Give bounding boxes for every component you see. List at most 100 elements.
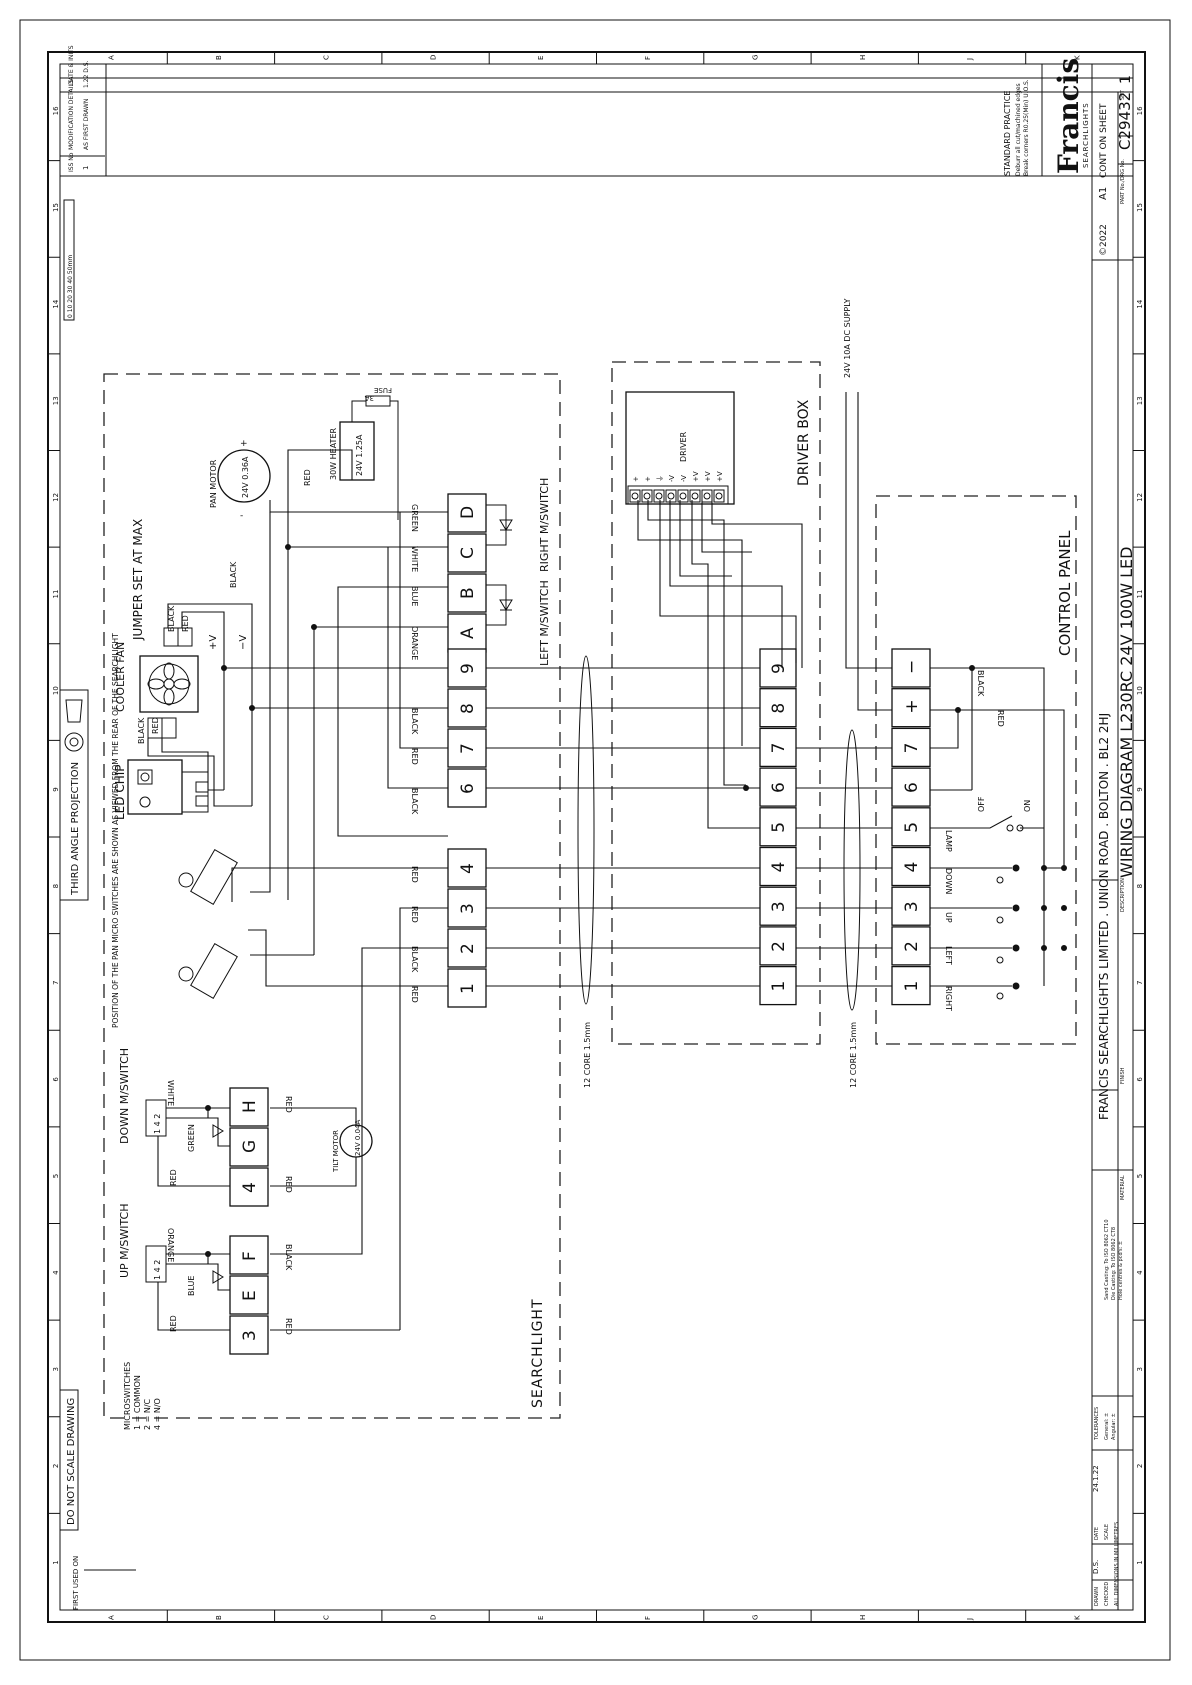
led-chip-label: LED CHIP <box>113 765 127 821</box>
grid-number-top: 13 <box>52 396 60 405</box>
driver-pin <box>701 489 713 503</box>
driver-pins: ++⏚-V-V+V+V+V <box>627 471 729 505</box>
searchlight-pan-terminal-label: 3 <box>458 903 478 914</box>
driver-pin-label: +V <box>716 471 724 482</box>
searchlight-label: SEARCHLIGHT <box>530 1299 546 1409</box>
control-panel-terminal-box <box>891 886 931 926</box>
driver-box-label: DRIVER BOX <box>796 399 812 486</box>
grid-number-bottom: 10 <box>1136 686 1144 695</box>
driver-box-enclosure <box>611 361 821 1045</box>
searchlight-letter-terminal-box <box>447 493 487 533</box>
tolerance-line1: Sand Casting: To ISO 8062 CT10 <box>1104 1219 1110 1300</box>
wire-label-red-h: RED <box>284 1096 293 1113</box>
third-angle-projection: THIRD ANGLE PROJECTION <box>59 689 89 901</box>
control-panel-terminal-box <box>891 926 931 966</box>
pan-motor-rating: 24V 0.36A <box>241 456 250 498</box>
searchlight-letter-terminal-box <box>447 533 487 573</box>
wire-label-black-2: BLACK <box>410 946 419 973</box>
driver-box-terminal-label: 8 <box>769 703 789 714</box>
searchlight-letter-terminal-label: C <box>458 547 478 559</box>
tolerance-line2: Die Casting: To ISO 8062 CT8 <box>1111 1227 1117 1300</box>
revision-details-value: AS FIRST DRAWN <box>83 99 90 150</box>
grid-number-top: 11 <box>52 590 60 599</box>
part-no-label: PART No./DRG No. <box>1120 159 1126 204</box>
driver-box-terminal-box <box>759 846 797 887</box>
grid-letter-top: H <box>859 55 867 60</box>
pan-motor-label: PAN MOTOR <box>209 459 218 508</box>
drawing-description: WIRING DIAGRAM L230RC 24V 100W LED <box>1117 547 1136 878</box>
grid-number-top: 9 <box>52 787 60 791</box>
svg-text:RED: RED <box>181 615 190 632</box>
driver-box-terminal-box <box>759 926 797 966</box>
searchlight-pan-terminal-box <box>447 968 487 1008</box>
svg-text:BLACK: BLACK <box>976 670 985 697</box>
company-address: FRANCIS SEARCHLIGHTS LIMITED . UNION ROA… <box>1097 713 1111 1120</box>
svg-text:OFF: OFF <box>977 796 986 812</box>
microswitch-legend-3: 4 = N/O <box>153 1398 162 1430</box>
tolerance-line3: Hole centres & pcd's: ± <box>1118 1241 1124 1300</box>
grid-letter-top: A <box>108 55 116 60</box>
control-panel-terminal-box <box>891 965 931 1006</box>
searchlight-pan-terminal-label: 1 <box>458 983 478 994</box>
finish-label: FINISH <box>1120 1067 1126 1084</box>
standard-practice-title: STANDARD PRACTICE <box>1003 91 1012 176</box>
grid-number-bottom: 13 <box>1136 396 1144 405</box>
sheet-number: 1 <box>1118 75 1134 84</box>
wire-label-black-8: BLACK <box>410 708 419 735</box>
grid-number-top: 6 <box>52 1077 60 1082</box>
control-panel-terminal-box <box>891 727 931 768</box>
copyright: ©2022 <box>1099 224 1109 256</box>
searchlight-enclosure <box>103 373 561 1419</box>
driver-label: DRIVER <box>679 431 688 462</box>
svg-text:RED: RED <box>996 710 1005 727</box>
driver-pin-label: +V <box>692 471 700 482</box>
logo-subtext: SEARCHLIGHTS <box>1082 102 1090 168</box>
tilt-terminal-label: H <box>240 1100 260 1113</box>
revision-table: ISS No MODIFICATION DETAILS DATE & INITS… <box>60 45 1133 177</box>
control-panel-labels: BLACK RED LAMP DOWN UP LEFT RIGHT OFF ON <box>944 670 1032 1011</box>
title-block: Francis SEARCHLIGHTS STANDARD PRACTICE D… <box>1003 58 1136 1610</box>
driver-box-terminal-label: 3 <box>769 901 789 912</box>
searchlight-letter-terminal-box <box>447 573 487 613</box>
wire-label-red-up: RED <box>169 1315 178 1332</box>
searchlight-letter-terminal-label: B <box>458 587 478 599</box>
up-switch-label: UP M/SWITCH <box>118 1203 131 1278</box>
driver-box-terminal-label: 2 <box>769 941 789 952</box>
wire-label-red-3t: RED <box>284 1318 293 1335</box>
tilt-motor-rating: 24V 0.04A <box>354 1119 362 1156</box>
svg-text:LEFT: LEFT <box>944 946 953 965</box>
grid-number-top: 5 <box>52 1174 60 1178</box>
grid-number-bottom: 1 <box>1136 1560 1144 1564</box>
company-logo <box>1041 63 1093 177</box>
wire-label-green-tilt: GREEN <box>187 1124 196 1152</box>
first-used-label: FIRST USED ON <box>72 1556 80 1610</box>
driver-box-terminal-label: 6 <box>769 782 789 793</box>
searchlight-number-terminal-label: 7 <box>458 743 478 754</box>
tilt-diodes <box>212 1124 224 1284</box>
projection-circle-symbol <box>64 732 84 752</box>
checked-label: CHECKED <box>1104 1582 1110 1606</box>
grid-number-bottom: 6 <box>1136 1077 1144 1082</box>
driver-box-terminal-box <box>759 648 797 688</box>
svg-text:1 4 2: 1 4 2 <box>153 1114 162 1134</box>
tolerances-label: TOLERANCES <box>1094 1407 1100 1441</box>
left-switch-label: LEFT M/SWITCH <box>538 580 551 666</box>
projection-cone-symbol <box>65 699 83 723</box>
control-panel-terminal-label: 6 <box>902 782 922 793</box>
control-panel-terminal-label: + <box>902 699 922 713</box>
searchlight-junction-dots <box>205 544 317 1257</box>
wire-label-red-pan: RED <box>303 469 312 486</box>
grid-letter-bottom: F <box>644 1616 652 1620</box>
grid-number-top: 8 <box>52 884 60 888</box>
wire-label-red-4t: RED <box>284 1176 293 1193</box>
logo-text: Francis <box>1052 58 1085 174</box>
fan-connector: BLACK RED <box>137 717 177 744</box>
scale-bar-label: 0 10 20 30 40 50mm <box>67 255 74 318</box>
grid-letter-top: F <box>644 56 652 60</box>
svg-text:1 4 2: 1 4 2 <box>153 1260 162 1280</box>
cable-1-label: 12 CORE 1.5mm <box>583 1022 592 1088</box>
